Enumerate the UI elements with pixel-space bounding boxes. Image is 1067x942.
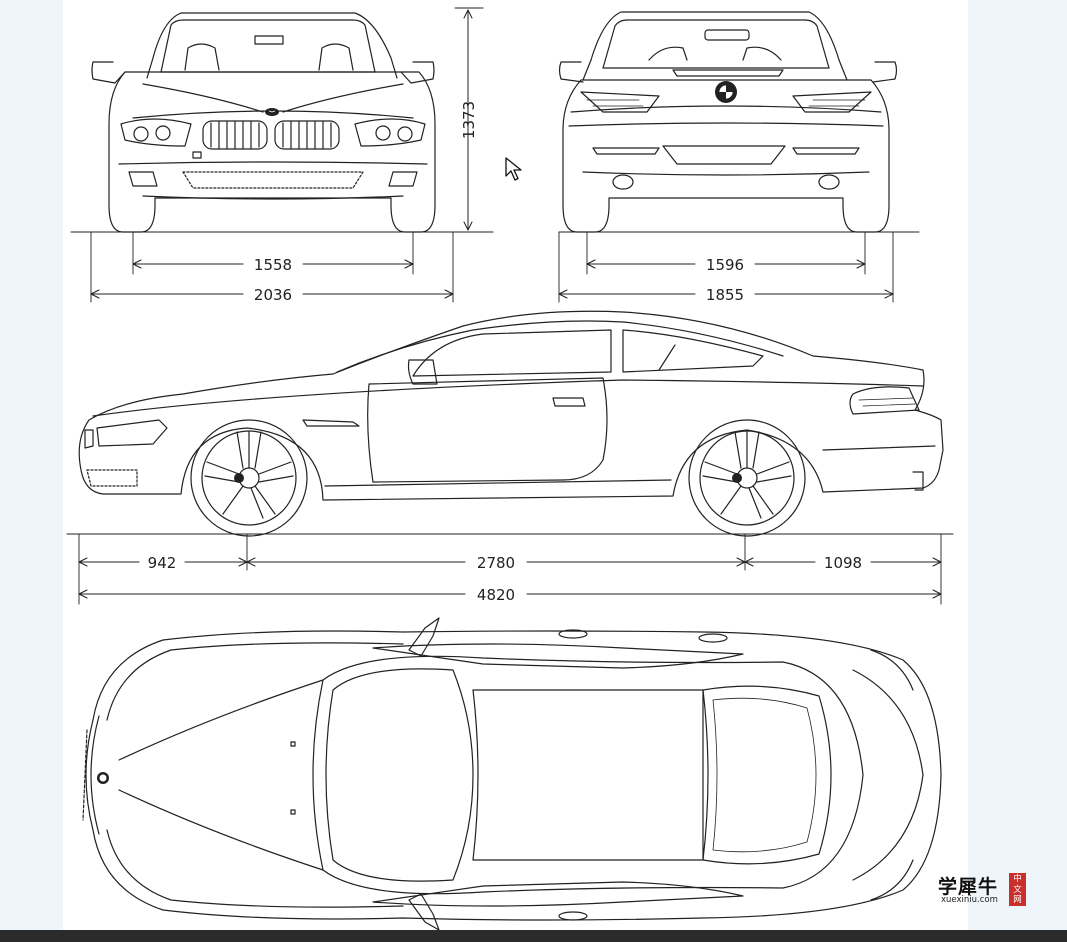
bmw-logo-icon bbox=[97, 772, 109, 784]
rear-overhang-dimension-label: 1098 bbox=[824, 554, 862, 572]
watermark-stamp-char: 文 bbox=[1013, 884, 1022, 895]
blueprint-drawing: 1373 1558 2036 1596 1855 942 2780 1098 4… bbox=[66, 7, 954, 930]
bmw-logo-icon bbox=[234, 473, 244, 483]
side-view bbox=[66, 310, 954, 605]
rear-track-dimension-label: 1596 bbox=[706, 256, 744, 274]
watermark-site-text: xuexiniu.com bbox=[941, 895, 998, 905]
watermark-stamp: 中 文 网 bbox=[1009, 873, 1026, 906]
rear-width-dimension-label: 1855 bbox=[706, 286, 744, 304]
wheelbase-dimension-label: 2780 bbox=[477, 554, 515, 572]
front-overhang-dimension-label: 942 bbox=[148, 554, 177, 572]
rear-view bbox=[558, 11, 920, 303]
watermark-stamp-char: 中 bbox=[1013, 874, 1022, 884]
top-view bbox=[82, 617, 942, 930]
watermark-stamp-char: 网 bbox=[1013, 895, 1022, 905]
mouse-cursor-icon bbox=[505, 157, 522, 181]
bmw-logo-icon bbox=[265, 108, 279, 116]
watermark-chinese-text: 学犀牛 bbox=[938, 876, 999, 898]
blueprint-sheet: 1373 1558 2036 1596 1855 942 2780 1098 4… bbox=[63, 0, 968, 930]
bottom-bar bbox=[0, 930, 1067, 942]
bmw-logo-icon bbox=[732, 473, 742, 483]
overall-length-dimension-label: 4820 bbox=[477, 586, 515, 604]
front-width-dimension-label: 2036 bbox=[254, 286, 292, 304]
bmw-logo-icon bbox=[715, 81, 737, 103]
watermark: 学犀牛 xuexiniu.com 中 文 网 bbox=[938, 872, 1034, 908]
height-dimension-label: 1373 bbox=[460, 101, 478, 139]
front-track-dimension-label: 1558 bbox=[254, 256, 292, 274]
